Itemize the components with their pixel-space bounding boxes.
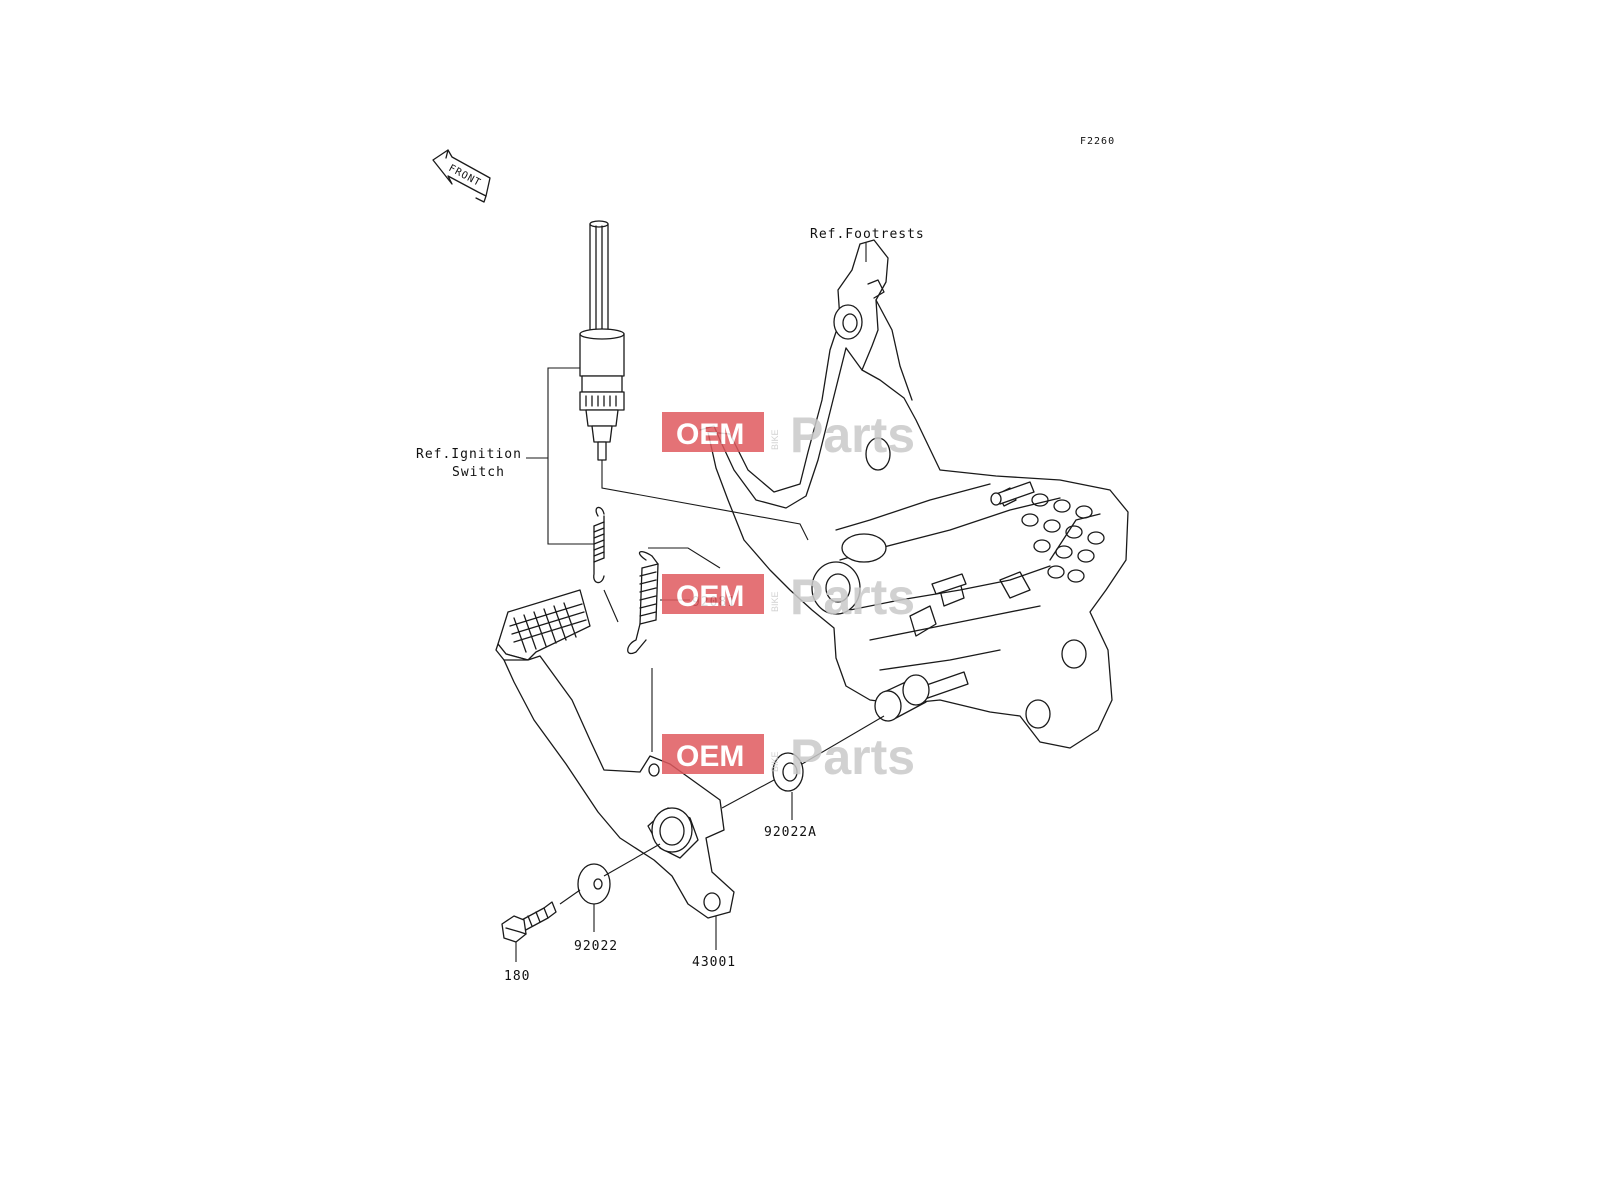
brake-pedal-43001 (495, 589, 735, 919)
watermark-parts-text: Parts (790, 729, 915, 785)
label-43001: 43001 (692, 955, 736, 970)
front-arrow-icon: FRONT (432, 149, 491, 203)
label-ref-ignition-line1: Ref.Ignition (416, 447, 522, 462)
pedal-tread-grid (509, 602, 587, 653)
footrest-plate-holes (1021, 493, 1105, 583)
label-ref-ignition-line2: Switch (452, 465, 505, 480)
leader-ref-ignition (547, 367, 594, 545)
watermark-3: OEM BIKE Parts (662, 729, 915, 785)
watermark-parts-text: Parts (790, 407, 915, 463)
brake-light-switch (579, 220, 625, 461)
watermark-bike-text: BIKE (770, 429, 780, 450)
watermark-parts-text: Parts (790, 569, 915, 625)
watermark-1: OEM BIKE Parts (662, 407, 915, 463)
diagram-code: F2260 (1080, 136, 1115, 147)
return-spring-92081 (627, 551, 659, 655)
watermark-oem-text: OEM (676, 580, 744, 613)
label-92022: 92022 (574, 939, 618, 954)
watermark-oem-text: OEM (676, 740, 744, 773)
bolt-180 (501, 901, 557, 943)
watermark-bike-text: BIKE (770, 591, 780, 612)
label-ref-footrests: Ref.Footrests (810, 227, 925, 242)
switch-spring (593, 506, 605, 584)
washer-92022 (577, 863, 611, 905)
label-92022A: 92022A (764, 825, 817, 840)
watermark-bike-text: BIKE (770, 751, 780, 772)
label-180: 180 (504, 969, 530, 984)
watermark-2: OEM BIKE Parts (662, 569, 915, 625)
footrest-bracket (699, 239, 1129, 749)
washer-92022A (772, 752, 804, 792)
watermark-oem-text: OEM (676, 418, 744, 451)
